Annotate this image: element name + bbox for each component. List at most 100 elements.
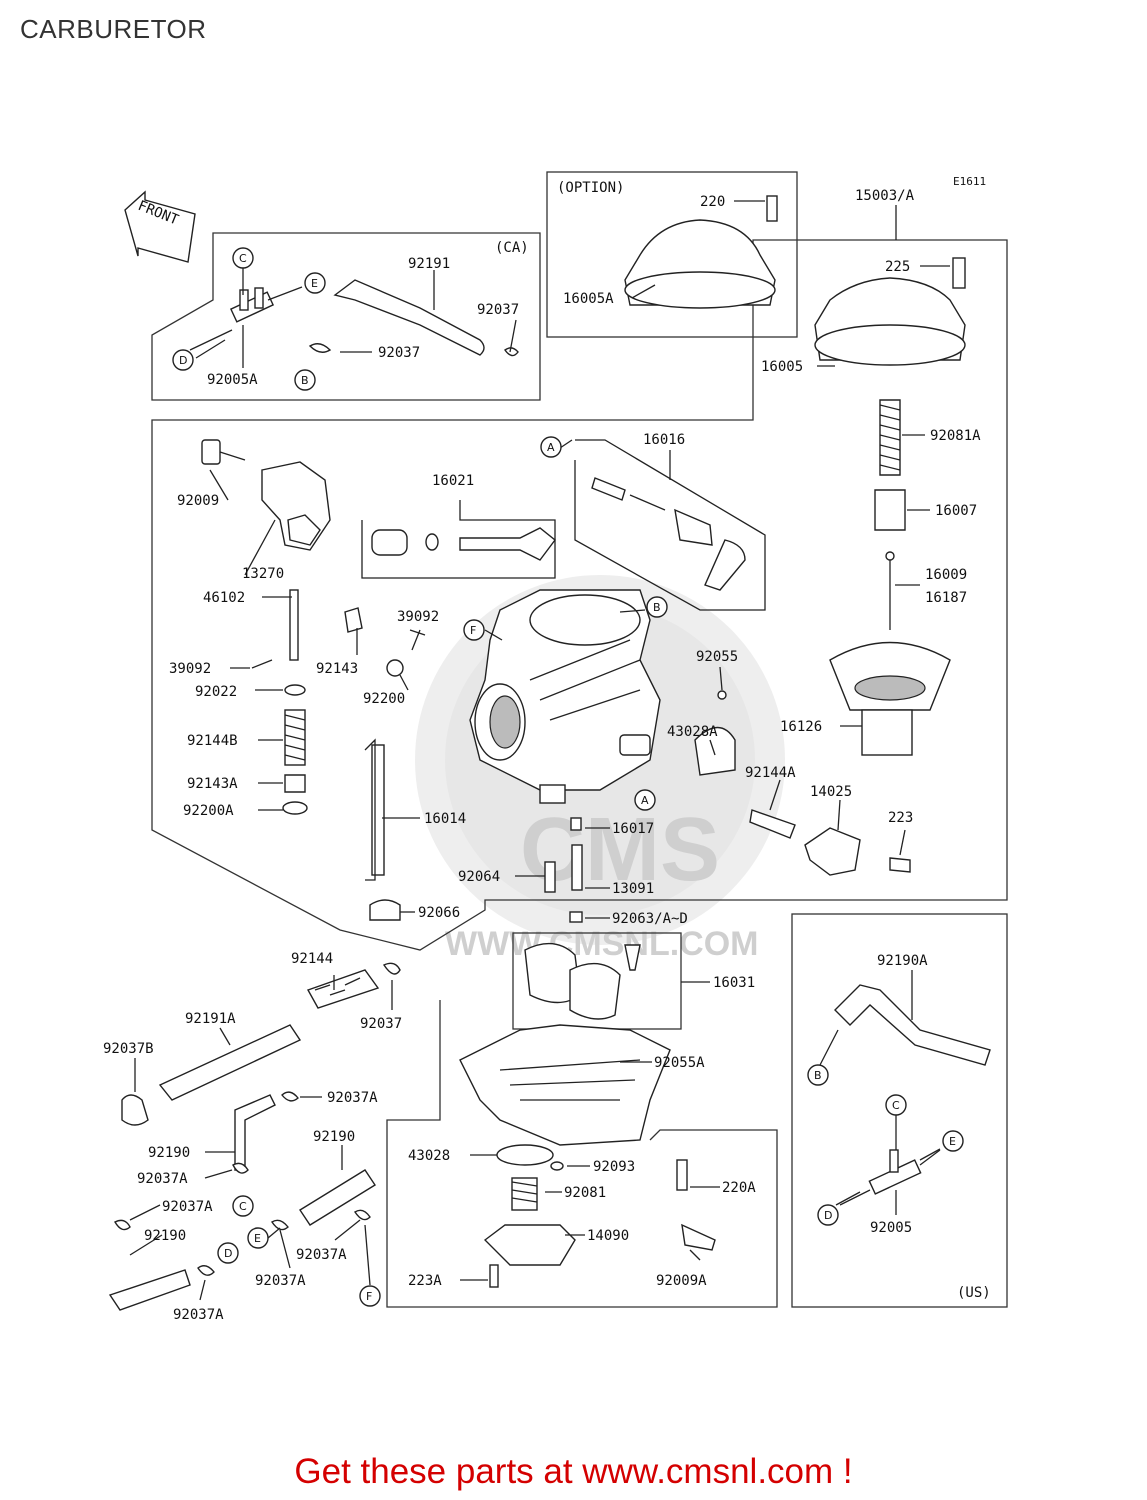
part-label: 92037B — [103, 1041, 154, 1057]
part-label: 14090 — [587, 1228, 629, 1244]
part-label: 92144 — [291, 951, 333, 967]
watermark-url: WWW.CMSNL.COM — [445, 925, 759, 963]
svg-text:A: A — [547, 441, 555, 454]
part-label: 225 — [885, 259, 910, 275]
part-label: 39092 — [169, 661, 211, 677]
part-label: 92009 — [177, 493, 219, 509]
part-label: 92055A — [654, 1055, 705, 1071]
callout-D-us: D — [817, 1204, 839, 1226]
callout-B-body: B — [646, 596, 668, 618]
leader-lines — [129, 200, 950, 1301]
callout-A-body: A — [634, 789, 656, 811]
svg-text:A: A — [641, 794, 649, 807]
group-ca-frame — [151, 232, 541, 401]
part-label: 43028 — [408, 1148, 450, 1164]
svg-text:E: E — [311, 277, 318, 290]
part-label: 92037A — [296, 1247, 347, 1263]
part-label: 16187 — [925, 590, 967, 606]
part-label: 92190 — [144, 1228, 186, 1244]
right-stack — [814, 257, 966, 756]
page-title: CARBURETOR — [20, 14, 207, 44]
svg-text:C: C — [892, 1099, 900, 1112]
part-label: 92037 — [360, 1016, 402, 1032]
part-label: 16005A — [563, 291, 614, 307]
part-label: 92190 — [313, 1129, 355, 1145]
option-top-cover — [624, 195, 778, 309]
float-bowl-frame — [386, 1000, 778, 1308]
part-label: 92009A — [656, 1273, 707, 1289]
group-option-frame — [546, 171, 798, 338]
callout-F-body: F — [463, 619, 485, 641]
svg-text:D: D — [179, 354, 187, 367]
promo-link[interactable]: Get these parts at www.cmsnl.com ! — [294, 1452, 853, 1491]
part-label: 92037A — [327, 1090, 378, 1106]
part-label: 92055 — [696, 649, 738, 665]
callout-E-ca: E — [304, 272, 326, 294]
part-label: 92022 — [195, 684, 237, 700]
part-label: 220A — [722, 1180, 756, 1196]
part-label: 92144A — [745, 765, 796, 781]
part-label: 13270 — [242, 566, 284, 582]
part-label: 92190 — [148, 1145, 190, 1161]
center-parts — [544, 477, 911, 923]
part-label: 16021 — [432, 473, 474, 489]
part-label: 43028A — [667, 724, 718, 740]
part-label: 16014 — [424, 811, 466, 827]
group-us-label: (US) — [957, 1285, 991, 1301]
group-ca-label: (CA) — [495, 240, 529, 256]
diagram-code: E1611 — [953, 175, 986, 188]
part-label: 92037A — [173, 1307, 224, 1323]
svg-text:C: C — [239, 252, 247, 265]
part-label: 92037 — [378, 345, 420, 361]
callout-C-lower: C — [232, 1195, 254, 1217]
part-label: 92005A — [207, 372, 258, 388]
group-option-label: (OPTION) — [557, 180, 624, 196]
svg-text:B: B — [301, 374, 309, 387]
carburetor-body — [469, 589, 661, 804]
lower-left-parts — [108, 962, 401, 1311]
svg-text:E: E — [254, 1232, 261, 1245]
us-parts — [834, 984, 991, 1206]
part-label: 46102 — [203, 590, 245, 606]
callout-E-us: E — [942, 1130, 964, 1152]
svg-text:D: D — [824, 1209, 832, 1222]
part-label: 92191A — [185, 1011, 236, 1027]
part-label: 16009 — [925, 567, 967, 583]
part-label: 13091 — [612, 881, 654, 897]
part-label: 92037A — [255, 1273, 306, 1289]
svg-text:B: B — [814, 1069, 822, 1082]
part-label: 92005 — [870, 1220, 912, 1236]
part-label: 92037 — [477, 302, 519, 318]
part-label: 92191 — [408, 256, 450, 272]
part-label: 220 — [700, 194, 725, 210]
part-label: 16126 — [780, 719, 822, 735]
part-label: 92037A — [162, 1199, 213, 1215]
main-frame — [151, 239, 1008, 951]
part-label: 16007 — [935, 503, 977, 519]
part-label: 16017 — [612, 821, 654, 837]
callout-E-lower: E — [247, 1227, 269, 1249]
part-label: 92143 — [316, 661, 358, 677]
part-labels: 92191 92037 92037 92005A 220 16005A 1500… — [103, 188, 981, 1323]
part-label: 16031 — [713, 975, 755, 991]
callout-F-lower: F — [359, 1285, 381, 1307]
part-label: 92144B — [187, 733, 238, 749]
callout-A-top: A — [540, 436, 562, 458]
part-label: 92081 — [564, 1185, 606, 1201]
svg-text:E: E — [949, 1135, 956, 1148]
svg-text:B: B — [653, 601, 661, 614]
part-label: 92190A — [877, 953, 928, 969]
callout-B-us: B — [807, 1064, 829, 1086]
part-label: 92143A — [187, 776, 238, 792]
part-label: 92093 — [593, 1159, 635, 1175]
part-label: 92200A — [183, 803, 234, 819]
part-label: 15003/A — [855, 188, 915, 204]
callout-D-lower: D — [217, 1242, 239, 1264]
svg-text:F: F — [470, 624, 476, 637]
front-arrow: FRONT — [124, 190, 196, 263]
float-bowl-parts — [459, 932, 716, 1288]
part-label: 14025 — [810, 784, 852, 800]
part-label: 92063/A~D — [612, 911, 688, 927]
svg-text:F: F — [366, 1290, 372, 1303]
